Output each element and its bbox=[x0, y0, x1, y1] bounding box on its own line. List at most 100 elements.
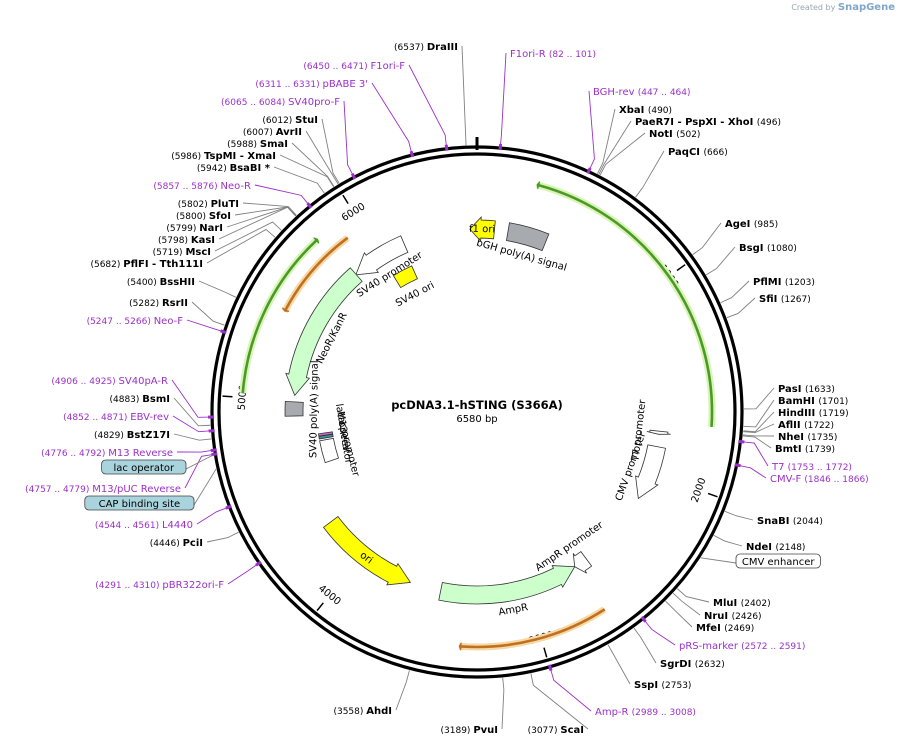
leader-line bbox=[254, 184, 310, 205]
leader-line bbox=[705, 246, 736, 276]
leader-line bbox=[742, 435, 772, 449]
boxed-label-leader bbox=[185, 454, 214, 470]
primer-site-marker bbox=[586, 167, 592, 175]
site-label: (4446) PciI bbox=[150, 538, 203, 549]
site-label: (4291 .. 4310) pBR322ori-F bbox=[95, 580, 224, 591]
tick-mark bbox=[316, 602, 324, 612]
feature-polyA bbox=[284, 400, 304, 417]
site-label: (6007) AvrII bbox=[243, 127, 302, 138]
leader-line bbox=[499, 52, 507, 147]
primer-site-marker bbox=[498, 143, 503, 151]
inner-arc bbox=[536, 181, 714, 428]
leader-line bbox=[692, 222, 722, 256]
leader-line bbox=[550, 668, 592, 712]
feature-CDS bbox=[285, 267, 363, 397]
leader-line bbox=[279, 154, 334, 188]
site-label: (5400) BssHII bbox=[127, 277, 195, 288]
primer-site-marker bbox=[640, 616, 647, 623]
site-label: (5988) SmaI bbox=[227, 139, 288, 150]
boxed-label-frame bbox=[101, 459, 187, 475]
tick-label: 2000 bbox=[690, 476, 709, 504]
site-label: PflMI (1203) bbox=[753, 277, 815, 288]
leader-line bbox=[218, 206, 296, 240]
leader-line bbox=[196, 507, 228, 525]
site-label: PaeR7I - PspXI - XhoI (496) bbox=[635, 117, 781, 128]
site-label: SgrDI (2632) bbox=[660, 659, 725, 670]
snapgene-credit: Created by SnapGene bbox=[791, 2, 895, 13]
site-label: MluI (2402) bbox=[713, 598, 771, 609]
inner-arc bbox=[458, 608, 606, 651]
leader-line bbox=[720, 280, 750, 304]
site-label: pRS-marker (2572 .. 2591) bbox=[679, 641, 805, 652]
boxed-label-text: CMV enhancer bbox=[742, 557, 816, 568]
boxed-label-text: lac operator bbox=[114, 463, 175, 474]
leader-line bbox=[607, 644, 631, 685]
site-label: (5799) NarI bbox=[166, 223, 223, 234]
site-label: (5800) SfoI bbox=[176, 211, 231, 222]
credit-prefix: Created by bbox=[791, 3, 836, 12]
feature-CDS bbox=[438, 565, 576, 605]
leader-line bbox=[597, 108, 616, 174]
site-label: SfiI (1267) bbox=[759, 294, 811, 305]
site-label: PaqCI (666) bbox=[668, 147, 728, 158]
site-label: HindIII (1719) bbox=[778, 408, 849, 419]
site-label: PasI (1633) bbox=[778, 384, 835, 395]
site-label: XbaI (490) bbox=[619, 105, 672, 116]
inner-arcs bbox=[239, 181, 716, 651]
leader-line bbox=[738, 464, 767, 479]
leader-line bbox=[173, 397, 211, 427]
leader-line bbox=[676, 588, 710, 603]
site-label: (5719) MscI bbox=[153, 247, 211, 258]
site-label: (5857 .. 5876) Neo-R bbox=[153, 181, 251, 192]
primer-site-marker bbox=[211, 452, 218, 457]
inner-arc bbox=[281, 236, 349, 312]
primer-site-marker bbox=[255, 560, 262, 567]
leader-line bbox=[588, 90, 595, 170]
site-label: (4829) BstZ17I bbox=[94, 430, 170, 441]
feature-label: AmpR promoter bbox=[534, 519, 606, 574]
leader-line bbox=[321, 118, 340, 184]
leader-line bbox=[724, 510, 754, 521]
primer-site-marker bbox=[350, 172, 357, 180]
tick-label: 4000 bbox=[316, 583, 343, 608]
leader-line bbox=[186, 319, 223, 332]
leader-line bbox=[173, 433, 212, 441]
leader-line bbox=[395, 670, 410, 711]
feature-rep_origin bbox=[469, 216, 496, 243]
tick-mark bbox=[676, 264, 686, 272]
tick-mark bbox=[543, 647, 548, 658]
site-label: (5802) PluTI bbox=[178, 199, 239, 210]
leader-line bbox=[291, 142, 335, 187]
site-label: BmtI (1739) bbox=[775, 444, 835, 455]
site-label: CMV-F (1846 .. 1866) bbox=[770, 474, 869, 485]
feature-promoter bbox=[319, 437, 339, 464]
plasmid-size: 6580 bp bbox=[456, 414, 497, 425]
site-label: BsgI (1080) bbox=[739, 243, 797, 254]
site-label: NheI (1735) bbox=[778, 432, 837, 443]
feature-protein_bind bbox=[318, 433, 334, 440]
leader-line bbox=[530, 673, 589, 730]
backbone-inner-strand bbox=[217, 152, 737, 672]
leader-line bbox=[742, 441, 769, 467]
primer-site-marker bbox=[738, 439, 745, 444]
leader-line bbox=[408, 64, 447, 147]
leader-line bbox=[501, 677, 505, 730]
feature-rep_origin bbox=[322, 515, 412, 586]
site-label: BGH-rev (447 .. 464) bbox=[593, 87, 691, 98]
leader-line bbox=[635, 150, 665, 198]
leader-line bbox=[184, 453, 214, 489]
site-label: AgeI (985) bbox=[725, 219, 778, 230]
site-label: (6450 .. 6471) F1ori-F bbox=[303, 61, 405, 72]
primer-site-marker bbox=[225, 504, 232, 510]
site-label: (5986) TspMI - XmaI bbox=[171, 151, 276, 162]
site-label: (4883) BsmI bbox=[109, 394, 170, 405]
site-label: (4776 .. 4792) M13 Reverse bbox=[41, 448, 173, 459]
leader-line bbox=[206, 228, 276, 264]
primer-site-marker bbox=[547, 664, 553, 672]
primer-site-marker bbox=[734, 463, 741, 468]
leader-line bbox=[226, 206, 297, 228]
site-label: Amp-R (2989 .. 3008) bbox=[595, 707, 696, 718]
leader-line bbox=[743, 399, 775, 428]
feature-promoter bbox=[646, 429, 671, 435]
